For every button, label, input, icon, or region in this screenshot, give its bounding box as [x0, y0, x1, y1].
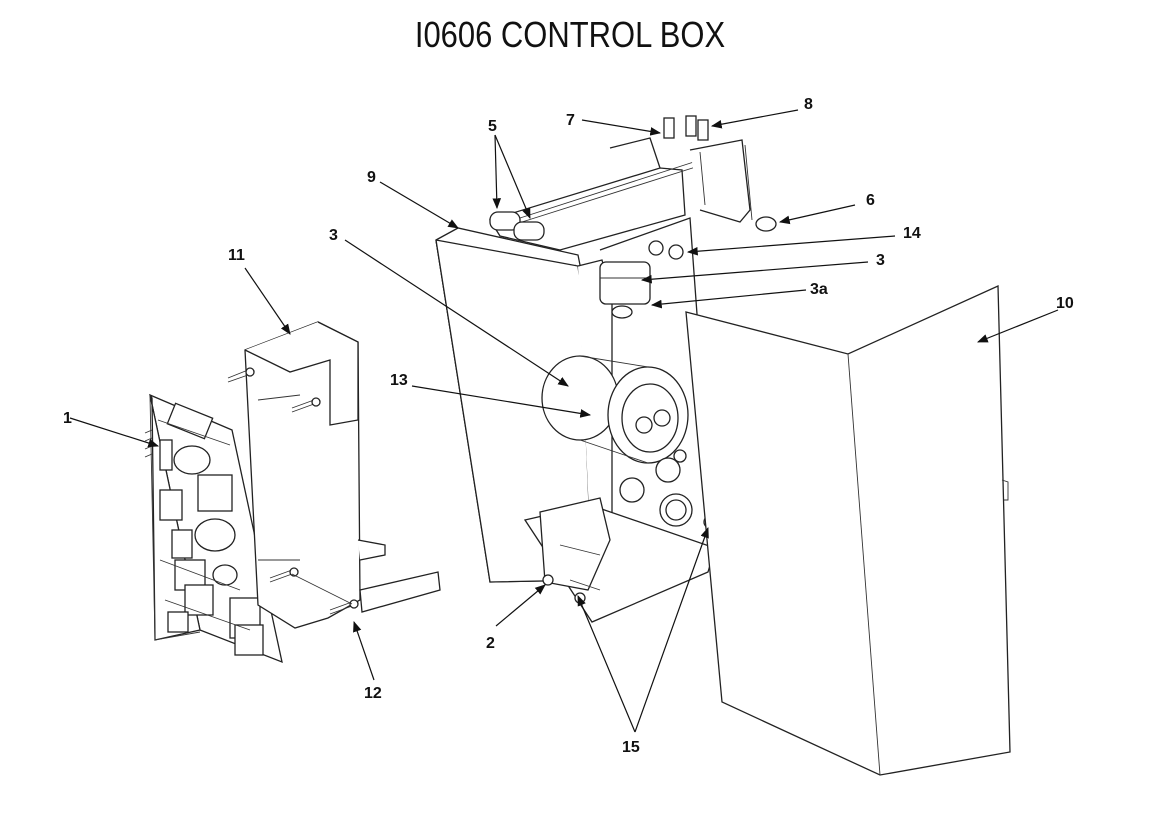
leader-6 [778, 204, 856, 225]
callout-13: 13 [390, 372, 408, 389]
circuit-board-part [144, 393, 283, 664]
callout-3-right: 3 [876, 252, 885, 269]
leader-3a [650, 289, 807, 309]
callout-14: 14 [903, 225, 921, 242]
callout-3-left: 3 [329, 227, 338, 244]
diagram-title: I0606 CONTROL BOX [414, 14, 726, 55]
leader-2 [495, 584, 546, 627]
leader-1 [69, 417, 160, 448]
callout-8: 8 [804, 96, 813, 113]
callout-10: 10 [1056, 295, 1074, 312]
leader-8 [710, 109, 799, 129]
leader-12 [353, 620, 375, 681]
callout-7: 7 [566, 112, 575, 129]
leader-13 [411, 385, 592, 418]
callout-1: 1 [63, 410, 72, 427]
callout-11: 11 [228, 247, 245, 264]
callout-3a: 3a [810, 281, 828, 298]
callout-labels: 1 2 3 3 3a 5 6 7 8 9 10 11 12 13 14 15 [63, 96, 1074, 756]
leader-9 [379, 181, 459, 229]
side-cover-part [685, 285, 1011, 776]
leader-10 [976, 309, 1059, 343]
leader-5b [494, 134, 531, 219]
leader-15b [634, 526, 709, 733]
leader-7 [581, 119, 662, 136]
callout-6: 6 [866, 192, 875, 209]
leader-lines [69, 109, 1059, 733]
callout-9: 9 [367, 169, 376, 186]
callout-15: 15 [622, 739, 640, 756]
leader-3-right [640, 261, 869, 284]
callout-5: 5 [488, 118, 497, 135]
leader-3-left [344, 239, 569, 387]
callout-2: 2 [486, 635, 495, 652]
leader-14 [686, 235, 896, 256]
callout-12: 12 [364, 685, 382, 702]
cover-plate-part [227, 321, 441, 629]
leader-11 [244, 267, 291, 335]
chassis-frame-part [435, 115, 777, 623]
leader-5a [492, 134, 502, 210]
leader-15a [577, 595, 636, 733]
